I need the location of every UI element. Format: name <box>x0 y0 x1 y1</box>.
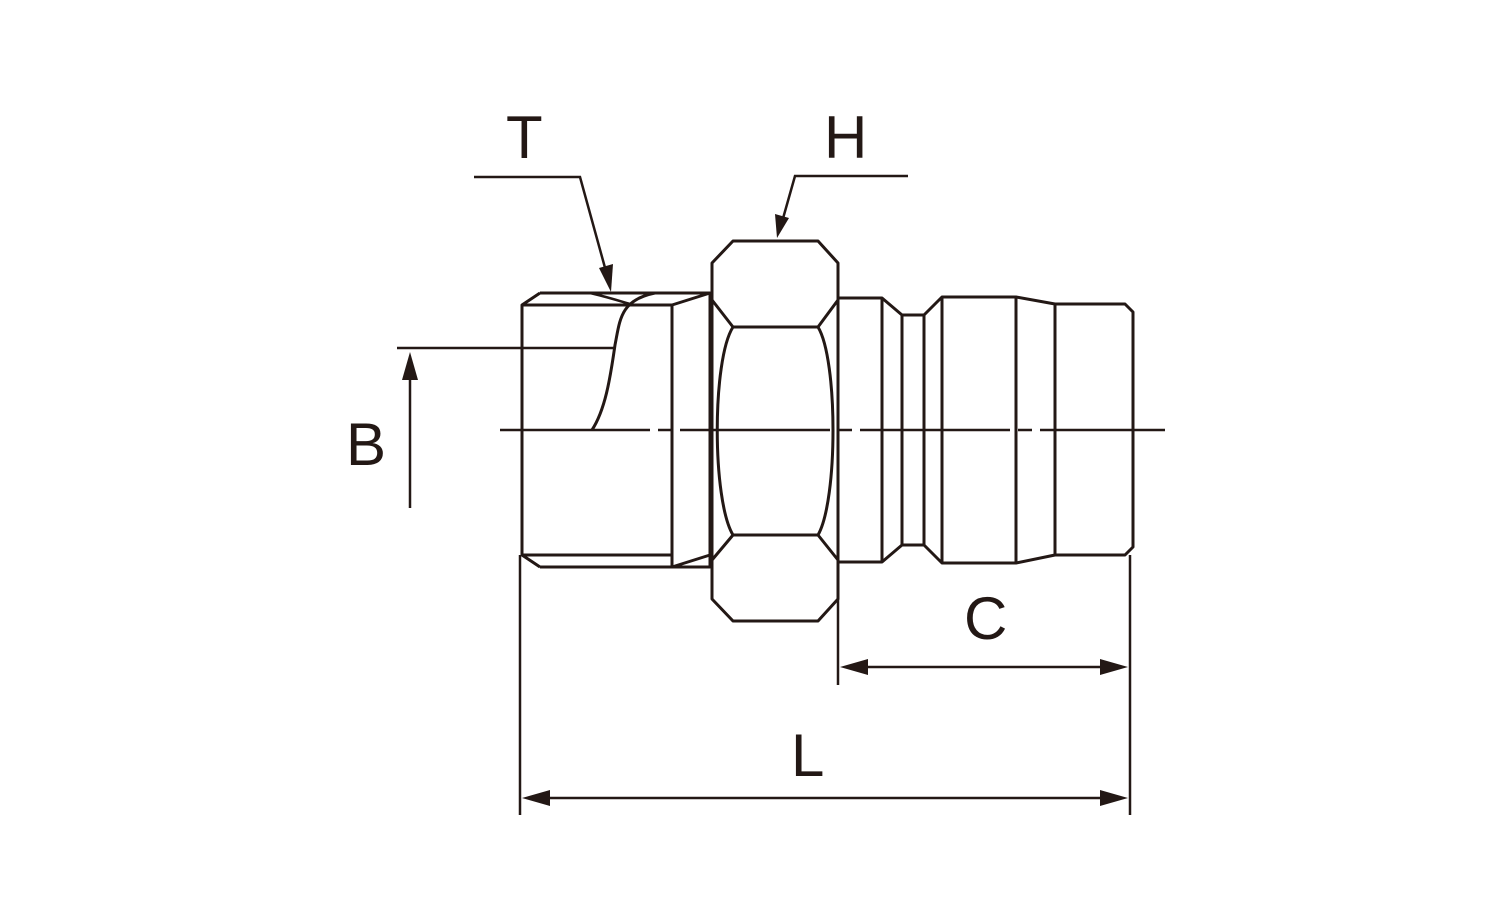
bore-dimension <box>397 346 615 508</box>
plug-body <box>836 295 1135 565</box>
hex-nut <box>710 239 840 623</box>
overall-length-dimension <box>518 555 1128 815</box>
threaded-section <box>520 291 712 569</box>
hex-leader <box>775 174 908 238</box>
label-plug-length: C <box>964 585 1007 652</box>
label-overall-length: L <box>791 722 824 789</box>
thread-leader <box>474 175 613 292</box>
label-bore: B <box>346 411 386 478</box>
plug-length-dimension <box>836 555 1132 815</box>
label-hex: H <box>824 104 867 171</box>
label-thread: T <box>506 104 543 171</box>
